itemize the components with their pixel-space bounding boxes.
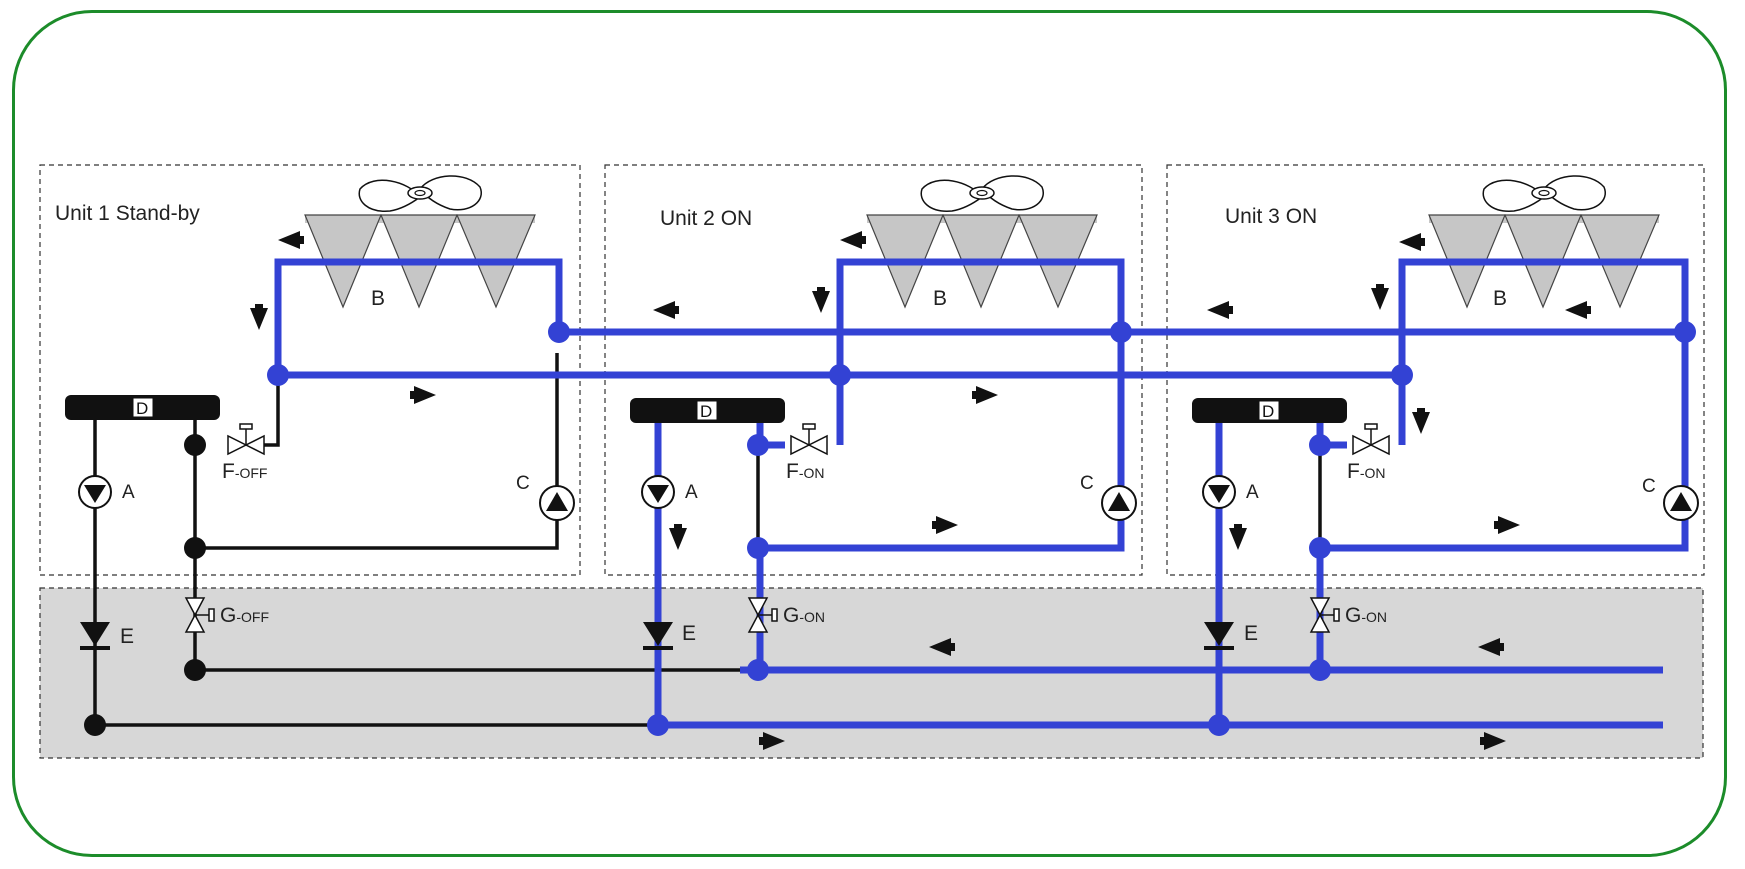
gate-valve-icon <box>184 597 215 633</box>
pump-c-label-1: C <box>516 473 530 494</box>
fan-coil-unit-3 <box>1428 175 1660 308</box>
pump-icon <box>78 475 112 509</box>
flow-arrow-icon <box>1412 408 1430 434</box>
flow-arrow-icon <box>669 524 687 550</box>
tank-unit-2: D <box>630 398 785 423</box>
check-valve-label-1: E <box>120 625 134 648</box>
inactive-junctions <box>84 434 206 736</box>
valve-g-label-2: G-ON <box>783 604 825 627</box>
tank-unit-3: D <box>1192 398 1347 423</box>
pump-icon <box>641 475 675 509</box>
fan-coil-unit-2 <box>866 175 1098 308</box>
pump-a-label-1: A <box>122 482 135 503</box>
check-valve-label-2: E <box>682 622 696 645</box>
unit-3-title: Unit 3 ON <box>1225 205 1317 228</box>
gate-valve-icon <box>747 597 778 633</box>
tank-unit-1: D <box>65 395 220 420</box>
flow-arrow-icon <box>840 231 866 249</box>
flow-arrow-icon <box>972 386 998 404</box>
coil-label-1: B <box>371 287 385 310</box>
fan-icon <box>1482 175 1607 212</box>
unit-3-box <box>1166 164 1705 576</box>
svg-text:D: D <box>700 402 712 421</box>
flow-arrow-icon <box>410 386 436 404</box>
check-valve-icon <box>80 622 110 650</box>
pump-a-label-3: A <box>1246 482 1259 503</box>
pump-icon <box>539 485 575 521</box>
unit-2-3-thin-pipes <box>756 445 1322 548</box>
flow-arrow-icon <box>1371 284 1389 310</box>
flow-arrow-icon <box>759 732 785 750</box>
check-valve-icon <box>643 622 673 650</box>
valve-g-label-1: G-OFF <box>220 604 269 627</box>
valve-f-label-2: F-ON <box>786 460 825 483</box>
flow-arrow-icon <box>1229 524 1247 550</box>
pump-c-label-3: C <box>1642 476 1656 497</box>
check-valve-label-3: E <box>1244 622 1258 645</box>
flow-arrow-icon <box>1207 301 1233 319</box>
flow-arrow-icon <box>1565 301 1591 319</box>
fan-icon <box>920 175 1045 212</box>
flow-arrow-icon <box>250 304 268 330</box>
gate-valve-icon <box>790 423 828 456</box>
fan-icon <box>358 175 483 212</box>
flow-arrow-icon <box>1480 732 1506 750</box>
flow-arrow-icon <box>932 516 958 534</box>
flow-arrow-icon <box>1399 233 1425 251</box>
flow-arrow-icon <box>929 638 955 656</box>
flow-arrow-icon <box>812 287 830 313</box>
flow-arrow-icon <box>278 231 304 249</box>
pump-icon <box>1101 485 1137 521</box>
flow-arrow-icon <box>1478 638 1504 656</box>
gate-valve-icon <box>227 423 265 456</box>
valve-f-label-3: F-ON <box>1347 460 1386 483</box>
unit-1-title: Unit 1 Stand-by <box>55 202 200 225</box>
flow-arrow-icon <box>1494 516 1520 534</box>
svg-text:D: D <box>1262 402 1274 421</box>
pump-c-label-2: C <box>1080 473 1094 494</box>
flow-arrow-icon <box>653 301 679 319</box>
coil-label-2: B <box>933 287 947 310</box>
unit-1-box <box>39 164 581 576</box>
check-valve-icon <box>1204 622 1234 650</box>
pump-a-label-2: A <box>685 482 698 503</box>
gate-valve-icon <box>1352 423 1390 456</box>
active-junctions <box>267 321 1696 736</box>
coil-label-3: B <box>1493 287 1507 310</box>
unit-2-title: Unit 2 ON <box>660 207 752 230</box>
valve-g-label-3: G-ON <box>1345 604 1387 627</box>
fan-coil-unit-1 <box>304 175 536 308</box>
gate-valve-icon <box>1309 597 1340 633</box>
pump-icon <box>1202 475 1236 509</box>
unit-2-box <box>604 164 1143 576</box>
pump-icon <box>1663 485 1699 521</box>
flow-arrows <box>250 231 1591 750</box>
valve-f-label-1: F-OFF <box>222 460 267 483</box>
svg-text:D: D <box>136 399 148 418</box>
